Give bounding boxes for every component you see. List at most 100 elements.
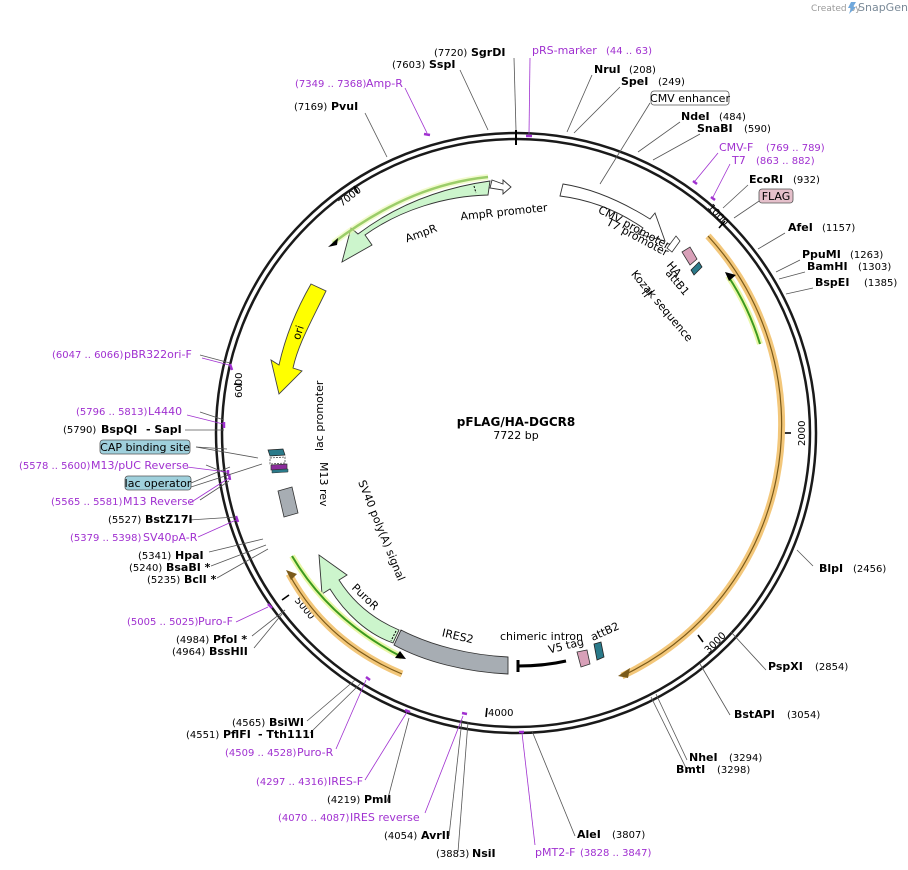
enzyme-labels: (7720)SgrDI (7603)SspI NruI(208) SpeI(24… xyxy=(63,46,897,860)
feature-label-ires2: IRES2 xyxy=(441,626,475,646)
feature-label-sv40-polya: SV40 poly(A) signal xyxy=(355,478,407,582)
svg-text:(3807): (3807) xyxy=(612,830,645,841)
svg-text:SspI: SspI xyxy=(429,58,455,71)
svg-text:(44 .. 63): (44 .. 63) xyxy=(606,46,652,57)
primer-marks xyxy=(222,132,716,734)
svg-text:pRS-marker: pRS-marker xyxy=(532,44,597,57)
svg-text:(5527): (5527) xyxy=(108,515,141,526)
feature-label-lac-promoter: lac promoter xyxy=(313,380,326,451)
svg-text:(7720): (7720) xyxy=(434,48,467,59)
attb2-arrow xyxy=(593,641,605,661)
svg-text:(5341): (5341) xyxy=(138,551,171,562)
svg-text:(1385): (1385) xyxy=(864,278,897,289)
svg-text:IRES reverse: IRES reverse xyxy=(350,811,420,824)
svg-text:T7: T7 xyxy=(731,154,746,167)
sv40-polya-box xyxy=(277,486,299,518)
credit-prefix: Created by xyxy=(811,4,861,14)
snapgene-logo-icon xyxy=(848,2,856,14)
svg-text:BclI *: BclI * xyxy=(184,573,217,586)
svg-text:SV40pA-R: SV40pA-R xyxy=(143,531,198,544)
svg-text:(3883): (3883) xyxy=(436,849,469,860)
t7-promoter-arrow xyxy=(666,235,681,253)
svg-text:(1157): (1157) xyxy=(822,223,855,234)
svg-text:NheI: NheI xyxy=(689,751,718,764)
svg-text:BmtI: BmtI xyxy=(676,763,705,776)
svg-text:BsiWI: BsiWI xyxy=(269,716,304,729)
svg-text:(1263): (1263) xyxy=(850,250,883,261)
plasmid-backbone xyxy=(214,130,818,735)
svg-text:(5565 .. 5581): (5565 .. 5581) xyxy=(51,497,123,508)
plasmid-length: 7722 bp xyxy=(493,429,538,442)
dgcr8-orf-band xyxy=(618,233,786,680)
ires2-box xyxy=(393,629,509,675)
svg-text:AvrII: AvrII xyxy=(421,829,450,842)
svg-text:FLAG: FLAG xyxy=(762,190,791,203)
svg-text:SgrDI: SgrDI xyxy=(471,46,505,59)
boxed-label-flag: FLAG xyxy=(758,188,794,204)
svg-text:- SapI: - SapI xyxy=(146,423,182,436)
tick-label-1000: 1000 xyxy=(705,202,730,228)
svg-text:PvuI: PvuI xyxy=(331,100,358,113)
svg-text:SnaBI: SnaBI xyxy=(697,122,733,135)
svg-text:(5005 .. 5025): (5005 .. 5025) xyxy=(127,617,199,628)
chimeric-intron-mark xyxy=(516,659,567,672)
svg-text:(932): (932) xyxy=(793,175,820,186)
svg-text:(1303): (1303) xyxy=(858,262,891,273)
svg-text:(3294): (3294) xyxy=(729,753,762,764)
svg-text:SpeI: SpeI xyxy=(621,75,648,88)
kozak-marks xyxy=(641,287,653,298)
svg-text:BstAPI: BstAPI xyxy=(734,708,775,721)
svg-text:Amp-R: Amp-R xyxy=(366,77,403,90)
svg-text:(5379 .. 5398): (5379 .. 5398) xyxy=(70,533,142,544)
ori-arrow xyxy=(270,283,327,395)
svg-text:AleI: AleI xyxy=(577,828,601,841)
attb1-arrow xyxy=(690,261,703,276)
tick-label-2000: 2000 xyxy=(797,421,808,446)
orf-green-top-right xyxy=(725,272,763,345)
svg-text:HpaI: HpaI xyxy=(175,549,204,562)
svg-text:(4565): (4565) xyxy=(232,718,265,729)
svg-text:(4054): (4054) xyxy=(384,831,417,842)
svg-text:CMV-F: CMV-F xyxy=(719,141,753,154)
tick-marks xyxy=(233,185,791,718)
svg-text:(3298): (3298) xyxy=(717,765,750,776)
svg-text:(4551): (4551) xyxy=(186,730,219,741)
svg-text:PmlI: PmlI xyxy=(364,793,391,806)
svg-text:L4440: L4440 xyxy=(148,405,182,418)
plasmid-name: pFLAG/HA-DGCR8 xyxy=(457,415,575,429)
svg-text:(208): (208) xyxy=(629,65,656,76)
feature-label-ampr: AmpR xyxy=(403,222,439,246)
svg-text:BspEI: BspEI xyxy=(815,276,849,289)
svg-text:(863 .. 882): (863 .. 882) xyxy=(756,156,815,167)
feature-label-attb2: attB2 xyxy=(589,620,622,644)
feature-label-ampr-promoter: AmpR promoter xyxy=(460,201,549,223)
svg-text:AfeI: AfeI xyxy=(788,221,813,234)
svg-text:M13/pUC Reverse: M13/pUC Reverse xyxy=(91,459,189,472)
svg-text:(6047 .. 6066): (6047 .. 6066) xyxy=(52,350,124,361)
svg-text:(7603): (7603) xyxy=(392,60,425,71)
svg-text:CAP binding site: CAP binding site xyxy=(100,441,190,454)
feature-label-ori: ori xyxy=(290,324,307,342)
svg-text:(7169): (7169) xyxy=(294,102,327,113)
primer-leader-lines xyxy=(186,57,731,846)
credit-brand: SnapGene xyxy=(858,1,908,14)
svg-text:(2854): (2854) xyxy=(815,662,848,673)
svg-text:(249): (249) xyxy=(658,77,685,88)
feature-label-chimeric-intron: chimeric intron xyxy=(500,630,583,643)
svg-text:(5796 .. 5813): (5796 .. 5813) xyxy=(76,407,148,418)
svg-text:BlpI: BlpI xyxy=(819,562,843,575)
cmv-promoter-arrow xyxy=(559,183,666,242)
leader-lines xyxy=(185,57,814,853)
feature-label-m13-rev: M13 rev xyxy=(317,462,330,507)
ha-tag-arrow xyxy=(681,246,698,266)
v5-tag-arrow xyxy=(576,649,591,668)
ampr-promoter-arrow xyxy=(489,179,512,195)
svg-text:(4297 .. 4316): (4297 .. 4316) xyxy=(256,777,328,788)
svg-text:(4509 .. 4528): (4509 .. 4528) xyxy=(225,748,297,759)
svg-text:PfoI *: PfoI * xyxy=(213,633,247,646)
svg-text:BstZ17I: BstZ17I xyxy=(145,513,193,526)
svg-text:(5578 .. 5600): (5578 .. 5600) xyxy=(19,461,91,472)
svg-text:(4984): (4984) xyxy=(176,635,209,646)
svg-text:(2456): (2456) xyxy=(853,564,886,575)
